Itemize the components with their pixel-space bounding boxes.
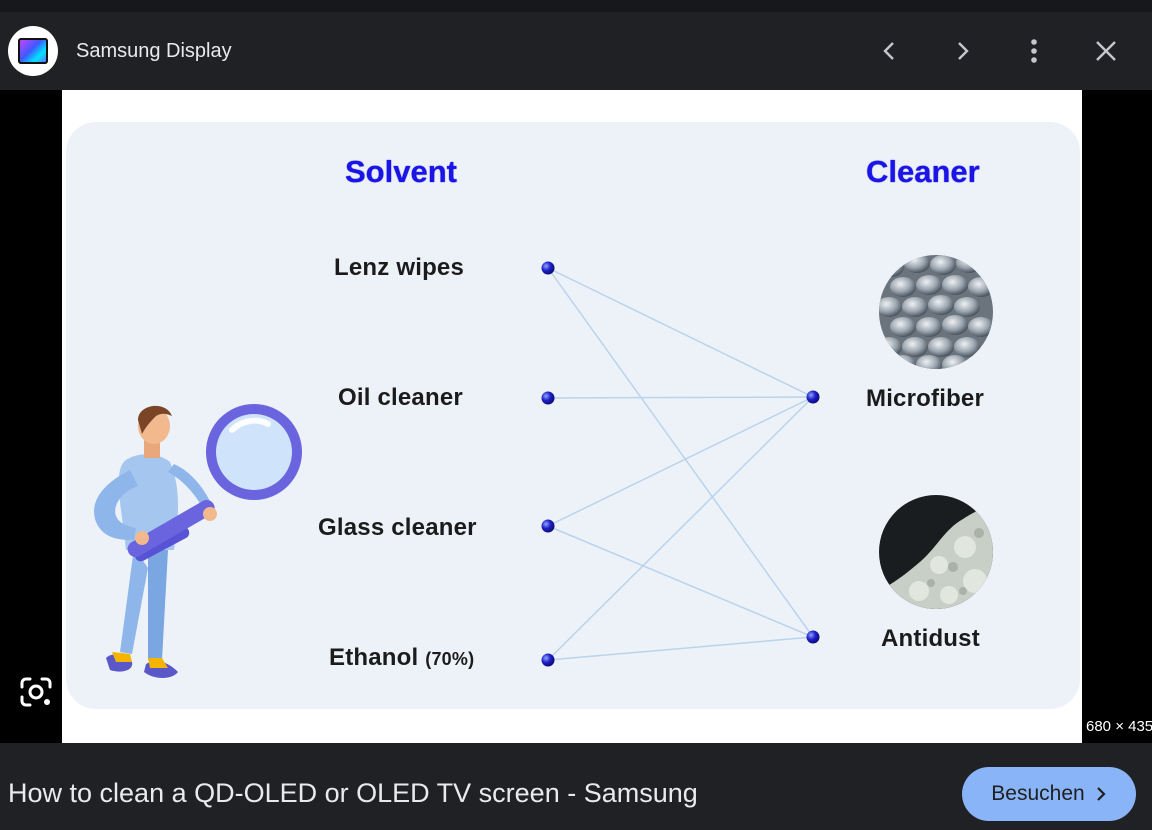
label-glass-cleaner: Glass cleaner [318, 514, 477, 541]
visit-button[interactable]: Besuchen [962, 767, 1136, 821]
viewer-footer: How to clean a QD-OLED or OLED TV screen… [0, 743, 1152, 830]
close-icon [1096, 41, 1116, 61]
viewer-header: Samsung Display [0, 12, 1152, 90]
previous-button[interactable] [870, 31, 910, 71]
microfiber-image [879, 255, 993, 369]
ethanol-note: (70%) [425, 649, 475, 669]
connection-lines [541, 261, 820, 667]
more-options-button[interactable] [1014, 31, 1054, 71]
label-lenz-wipes: Lenz wipes [334, 254, 465, 281]
cleaner-heading: Cleaner [866, 154, 980, 189]
back-chevron-icon [883, 42, 894, 60]
label-antidust: Antidust [881, 625, 980, 652]
ethanol-text: Ethanol [329, 644, 419, 671]
solvent-heading: Solvent [345, 154, 457, 189]
favicon-image [18, 38, 48, 64]
dot-antidust [806, 630, 820, 644]
antidust-texture [879, 495, 993, 609]
chevron-right-icon [1096, 787, 1106, 801]
antidust-image [879, 495, 993, 609]
page-title-link[interactable]: How to clean a QD-OLED or OLED TV screen… [8, 778, 698, 808]
image-dimensions: 680 × 435 [1086, 718, 1152, 735]
dot-glass-cleaner [541, 519, 555, 533]
dot-lenz-wipes [541, 261, 555, 275]
person-magnifier-illustration [94, 404, 302, 678]
close-button[interactable] [1086, 31, 1126, 71]
preview-image[interactable]: Solvent Cleaner Lenz wipes Oil cleaner G… [62, 90, 1082, 743]
dot-microfiber [806, 390, 820, 404]
site-favicon[interactable] [8, 26, 58, 76]
visit-button-label: Besuchen [991, 782, 1085, 805]
google-lens-icon[interactable] [16, 675, 56, 711]
dot-ethanol [541, 653, 555, 667]
site-name[interactable]: Samsung Display [76, 40, 232, 62]
next-button[interactable] [942, 31, 982, 71]
dot-oil-cleaner [541, 391, 555, 405]
microfiber-texture [879, 255, 993, 369]
forward-chevron-icon [958, 42, 969, 60]
label-microfiber: Microfiber [866, 385, 985, 412]
label-ethanol: Ethanol (70%) [329, 644, 474, 672]
top-strip [0, 0, 1152, 12]
more-vert-icon [1031, 39, 1037, 63]
label-oil-cleaner: Oil cleaner [338, 384, 463, 411]
